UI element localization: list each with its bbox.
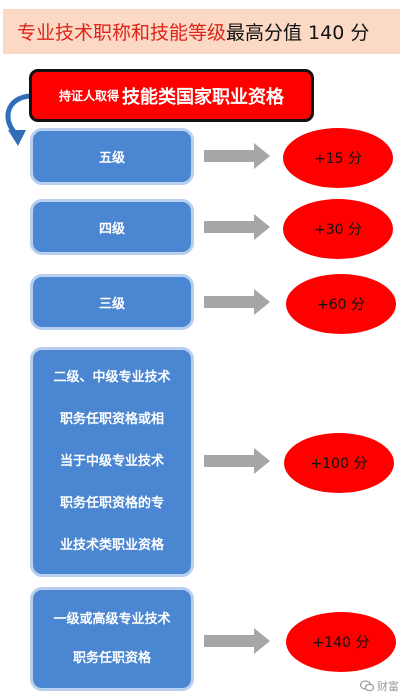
level-label-line: 职务任职资格 bbox=[72, 651, 151, 666]
level-label-line: 一级或高级专业技术 bbox=[53, 612, 171, 627]
title-header: 专业技术职称和技能等级 最高分值 140 分 bbox=[3, 9, 400, 54]
right-arrow-icon bbox=[204, 628, 270, 654]
watermark-text: 财富 bbox=[377, 680, 399, 693]
points-value: +15 分 bbox=[314, 151, 362, 167]
points-circle: +60 分 bbox=[286, 274, 396, 334]
level-label-line: 业技术类职业资格 bbox=[59, 538, 164, 553]
level-label-line: 当于中级专业技术 bbox=[59, 454, 164, 469]
level-box-2: 二级、中级专业技术 职务任职资格或相 当于中级专业技术 职务任职资格的专 业技术… bbox=[30, 347, 194, 577]
points-circle: +30 分 bbox=[283, 199, 393, 259]
watermark: 财富 bbox=[360, 678, 399, 694]
level-label-line: 职务任职资格的专 bbox=[59, 496, 164, 511]
points-value: +60 分 bbox=[317, 297, 365, 313]
right-arrow-icon bbox=[204, 448, 270, 474]
level-box-4: 四级 bbox=[30, 199, 194, 255]
banner-small-text: 持证人取得 bbox=[58, 89, 119, 103]
level-label: 五级 bbox=[98, 151, 125, 166]
level-box-5: 五级 bbox=[30, 128, 194, 185]
points-value: +30 分 bbox=[314, 222, 362, 238]
points-circle: +140 分 bbox=[286, 612, 396, 672]
level-box-1: 一级或高级专业技术 职务任职资格 bbox=[30, 587, 194, 691]
right-arrow-icon bbox=[204, 143, 270, 169]
level-label-line: 二级、中级专业技术 bbox=[53, 370, 171, 385]
wechat-icon bbox=[360, 680, 374, 692]
points-value: +140 分 bbox=[312, 635, 370, 651]
level-label-line: 职务任职资格或相 bbox=[59, 412, 164, 427]
right-arrow-icon bbox=[204, 214, 270, 240]
banner-big-text: 技能类国家职业资格 bbox=[122, 86, 284, 108]
level-label: 四级 bbox=[98, 221, 125, 237]
points-circle: +15 分 bbox=[283, 128, 393, 188]
qualification-banner: 持证人取得 技能类国家职业资格 bbox=[29, 69, 314, 122]
title-highlight: 专业技术职称和技能等级 bbox=[17, 22, 227, 44]
points-value: +100 分 bbox=[310, 456, 368, 472]
curved-arrow-icon bbox=[5, 93, 33, 146]
title-rest: 最高分值 140 分 bbox=[226, 22, 370, 44]
level-label: 三级 bbox=[98, 296, 125, 312]
points-circle: +100 分 bbox=[284, 433, 394, 493]
level-box-3: 三级 bbox=[30, 274, 194, 330]
right-arrow-icon bbox=[204, 289, 270, 315]
